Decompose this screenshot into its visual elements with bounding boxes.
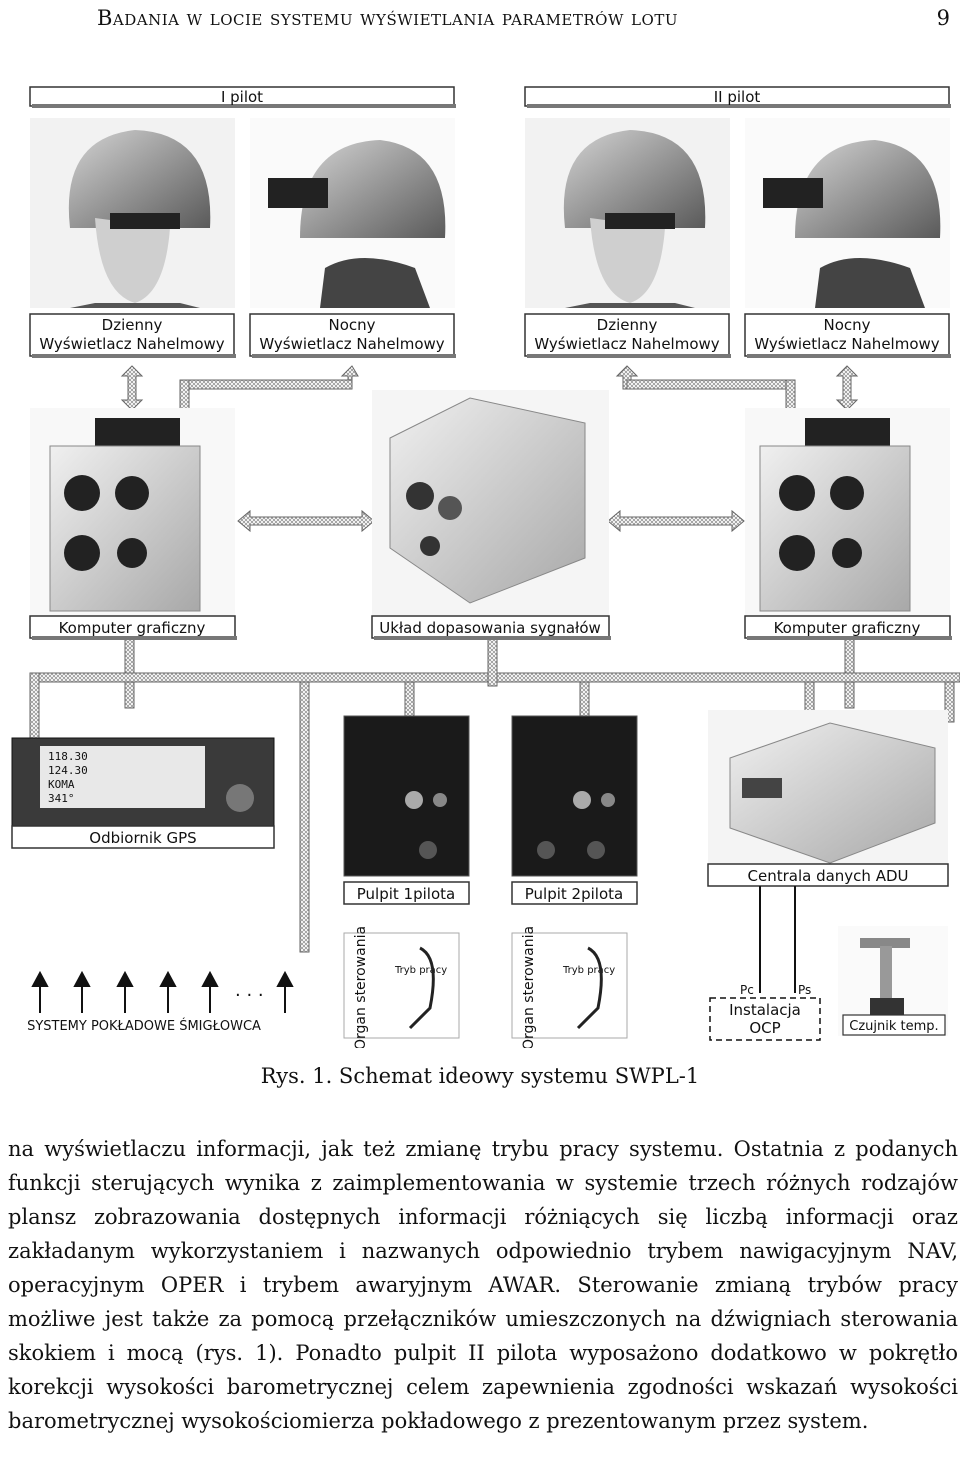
helmet-day-1-image [30,118,235,308]
svg-text:Odbiornik GPS: Odbiornik GPS [89,829,196,847]
pilot2-bar: II pilot [524,86,951,108]
pilot-panel-1-image [343,715,470,877]
svg-text:Czujnik temp.: Czujnik temp. [849,1019,938,1034]
interface-unit-image [372,390,609,615]
svg-text:Tryb pracy: Tryb pracy [394,965,447,976]
hmd-day-2-label: Dzienny Wyświetlacz Nahelmowy [524,313,731,358]
pilot1-bar: I pilot [29,86,456,108]
pilot-panel-1-label: Pulpit 1pilota [343,881,470,905]
computer-left-label: Komputer graficzny [29,615,237,640]
onboard-systems-label: SYSTEMY POKŁADOWE ŚMIGŁOWCA [27,1018,261,1034]
page-number: 9 [936,6,950,30]
svg-text:. . .: . . . [235,980,264,1001]
svg-text:Pc: Pc [740,983,754,997]
svg-text:Pulpit 2pilota: Pulpit 2pilota [525,885,623,903]
graphics-computer-left-image [30,408,235,618]
svg-text:Nocny: Nocny [328,316,375,334]
hmd-night-2-label: Nocny Wyświetlacz Nahelmowy [744,313,951,358]
svg-text:Wyświetlacz Nahelmowy: Wyświetlacz Nahelmowy [39,335,224,353]
svg-text:Wyświetlacz Nahelmowy: Wyświetlacz Nahelmowy [534,335,719,353]
svg-text:OCP: OCP [749,1019,780,1037]
figure-swpl1-diagram: I pilot II pilot Dzienny Wyświetla [0,78,960,1048]
running-title: Badania w locie systemu wyświetlania par… [97,6,678,30]
control-organ-2: Organ sterowania Tryb pracy [511,926,628,1048]
svg-text:KOMA: KOMA [48,778,75,791]
pilot2-label: II pilot [714,88,761,106]
svg-text:341°: 341° [48,792,75,805]
svg-text:118.30: 118.30 [48,750,88,763]
svg-text:Dzienny: Dzienny [102,316,163,334]
graphics-computer-right-image [745,408,950,618]
svg-text:Wyświetlacz Nahelmowy: Wyświetlacz Nahelmowy [754,335,939,353]
pitot-installation: Pc Ps Instalacja OCP [709,886,821,1041]
adu-label: Centrala danych ADU [707,863,949,887]
svg-text:Układ dopasowania sygnałów: Układ dopasowania sygnałów [379,619,601,637]
svg-text:124.30: 124.30 [48,764,88,777]
pilot1-label: I pilot [221,88,263,106]
interface-unit-label: Układ dopasowania sygnałów [371,615,611,640]
svg-text:Organ sterowania: Organ sterowania [521,926,537,1048]
svg-text:Komputer graficzny: Komputer graficzny [59,619,206,637]
svg-text:Pulpit 1pilota: Pulpit 1pilota [357,885,455,903]
body-paragraph: na wyświetlaczu informacji, jak też zmia… [8,1137,958,1433]
helmet-night-2-image [745,118,950,308]
svg-text:Organ sterowania: Organ sterowania [353,926,369,1048]
control-organ-1: Organ sterowania Tryb pracy [343,926,460,1048]
pilot-panel-2-label: Pulpit 2pilota [511,881,638,905]
gps-label: Odbiornik GPS [11,825,275,849]
gps-receiver-image: 118.30 124.30 KOMA 341° [11,737,275,829]
hmd-day-1-label: Dzienny Wyświetlacz Nahelmowy [29,313,236,358]
onboard-systems: . . . SYSTEMY POKŁADOWE ŚMIGŁOWCA [27,970,294,1034]
svg-text:Nocny: Nocny [823,316,870,334]
svg-text:Wyświetlacz Nahelmowy: Wyświetlacz Nahelmowy [259,335,444,353]
page-header: Badania w locie systemu wyświetlania par… [0,6,960,36]
body-text: na wyświetlaczu informacji, jak też zmia… [8,1132,958,1438]
adu-image [708,710,948,865]
helmet-day-2-image [525,118,730,308]
svg-text:Instalacja: Instalacja [729,1001,801,1019]
svg-text:Centrala danych ADU: Centrala danych ADU [748,867,909,885]
svg-text:Dzienny: Dzienny [597,316,658,334]
svg-text:Komputer graficzny: Komputer graficzny [774,619,921,637]
temperature-sensor-label: Czujnik temp. [842,1014,946,1036]
hmd-night-1-label: Nocny Wyświetlacz Nahelmowy [249,313,456,358]
figure-caption: Rys. 1. Schemat ideowy systemu SWPL-1 [260,1064,700,1088]
svg-text:Ps: Ps [798,983,811,997]
helmet-night-1-image [250,118,455,308]
computer-right-label: Komputer graficzny [744,615,952,640]
pilot-panel-2-image [511,715,638,877]
svg-text:Tryb pracy: Tryb pracy [562,965,615,976]
